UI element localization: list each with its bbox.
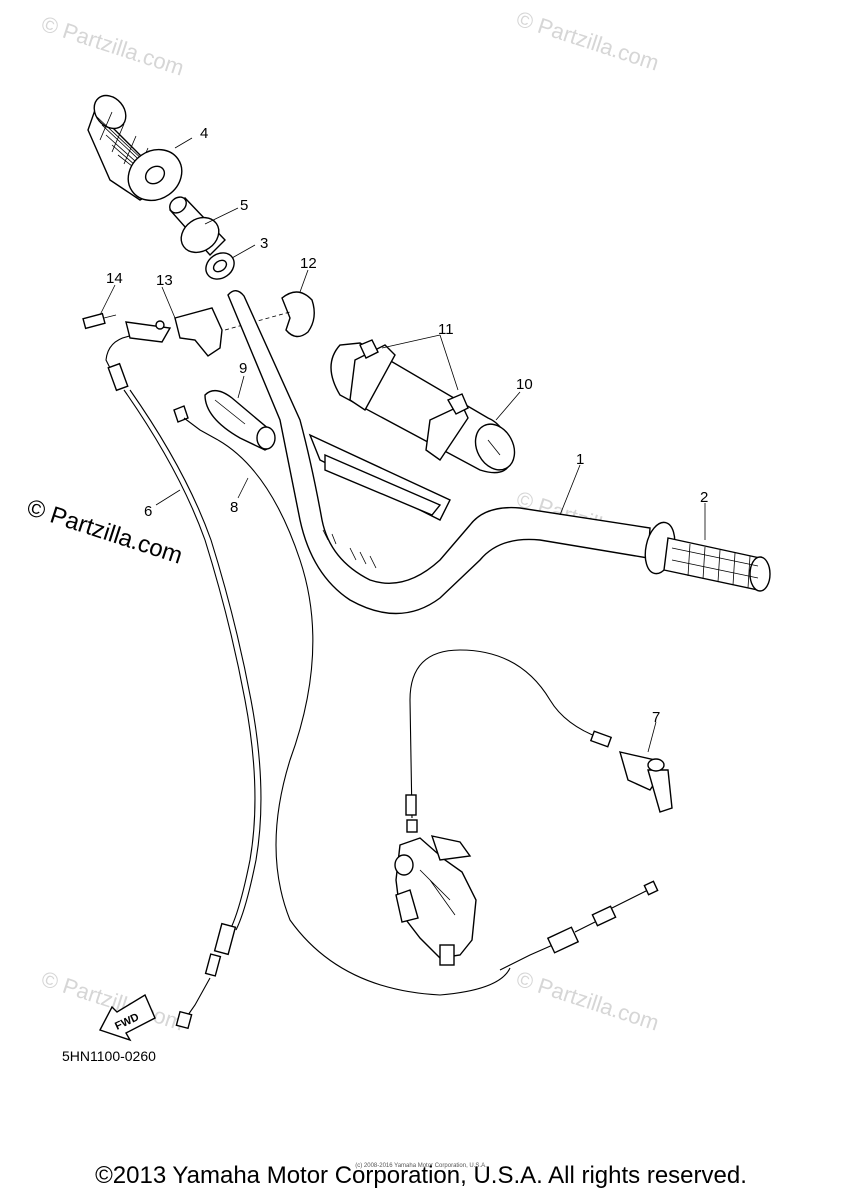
leader-lines <box>99 137 706 753</box>
leader-dashed <box>224 311 291 331</box>
diagram-code: 5HN1100-0260 <box>62 1048 156 1064</box>
throttle-cable-part[interactable] <box>105 335 262 1030</box>
lower-cable-part <box>499 880 659 971</box>
throttle-cap-part[interactable] <box>281 291 315 338</box>
callout-1: 1 <box>576 451 584 468</box>
fwd-arrow-icon: FWD <box>98 993 156 1042</box>
callout-2: 2 <box>700 489 708 506</box>
copyright-small: (c) 2008-2016 Yamaha Motor Corporation, … <box>355 1163 487 1169</box>
watermark: © Partzilla.com <box>513 6 662 76</box>
copyright: ©2013 Yamaha Motor Corporation, U.S.A. A… <box>95 1162 747 1189</box>
throttle-grip-part[interactable] <box>167 194 240 285</box>
callout-9: 9 <box>239 360 247 377</box>
carburetor-part <box>394 819 477 966</box>
watermark: © Partzilla.com <box>38 11 187 81</box>
grip-left-part[interactable] <box>641 520 771 592</box>
throttle-housing-part[interactable] <box>125 307 223 357</box>
handlebar-part[interactable] <box>227 290 651 615</box>
watermark: © Partzilla.com <box>513 966 662 1036</box>
grip-right-part[interactable] <box>87 89 192 211</box>
callouts: 1 2 3 4 5 6 7 8 9 10 11 12 13 14 <box>106 125 708 726</box>
callout-3: 3 <box>260 235 268 252</box>
pad-straps-part[interactable] <box>349 339 469 461</box>
bolt-part[interactable] <box>82 312 117 330</box>
callout-14: 14 <box>106 270 123 287</box>
callout-11: 11 <box>438 321 454 338</box>
callout-10: 10 <box>516 376 533 393</box>
cable-holder-part[interactable] <box>204 390 276 451</box>
callout-7: 7 <box>652 709 660 726</box>
choke-lever-part[interactable] <box>405 649 673 819</box>
callout-6: 6 <box>144 503 152 520</box>
callout-12: 12 <box>300 255 317 272</box>
starter-cable-part[interactable] <box>173 405 511 996</box>
callout-4: 4 <box>200 125 208 142</box>
callout-5: 5 <box>240 197 248 214</box>
callout-13: 13 <box>156 272 173 289</box>
callout-8: 8 <box>230 499 238 516</box>
